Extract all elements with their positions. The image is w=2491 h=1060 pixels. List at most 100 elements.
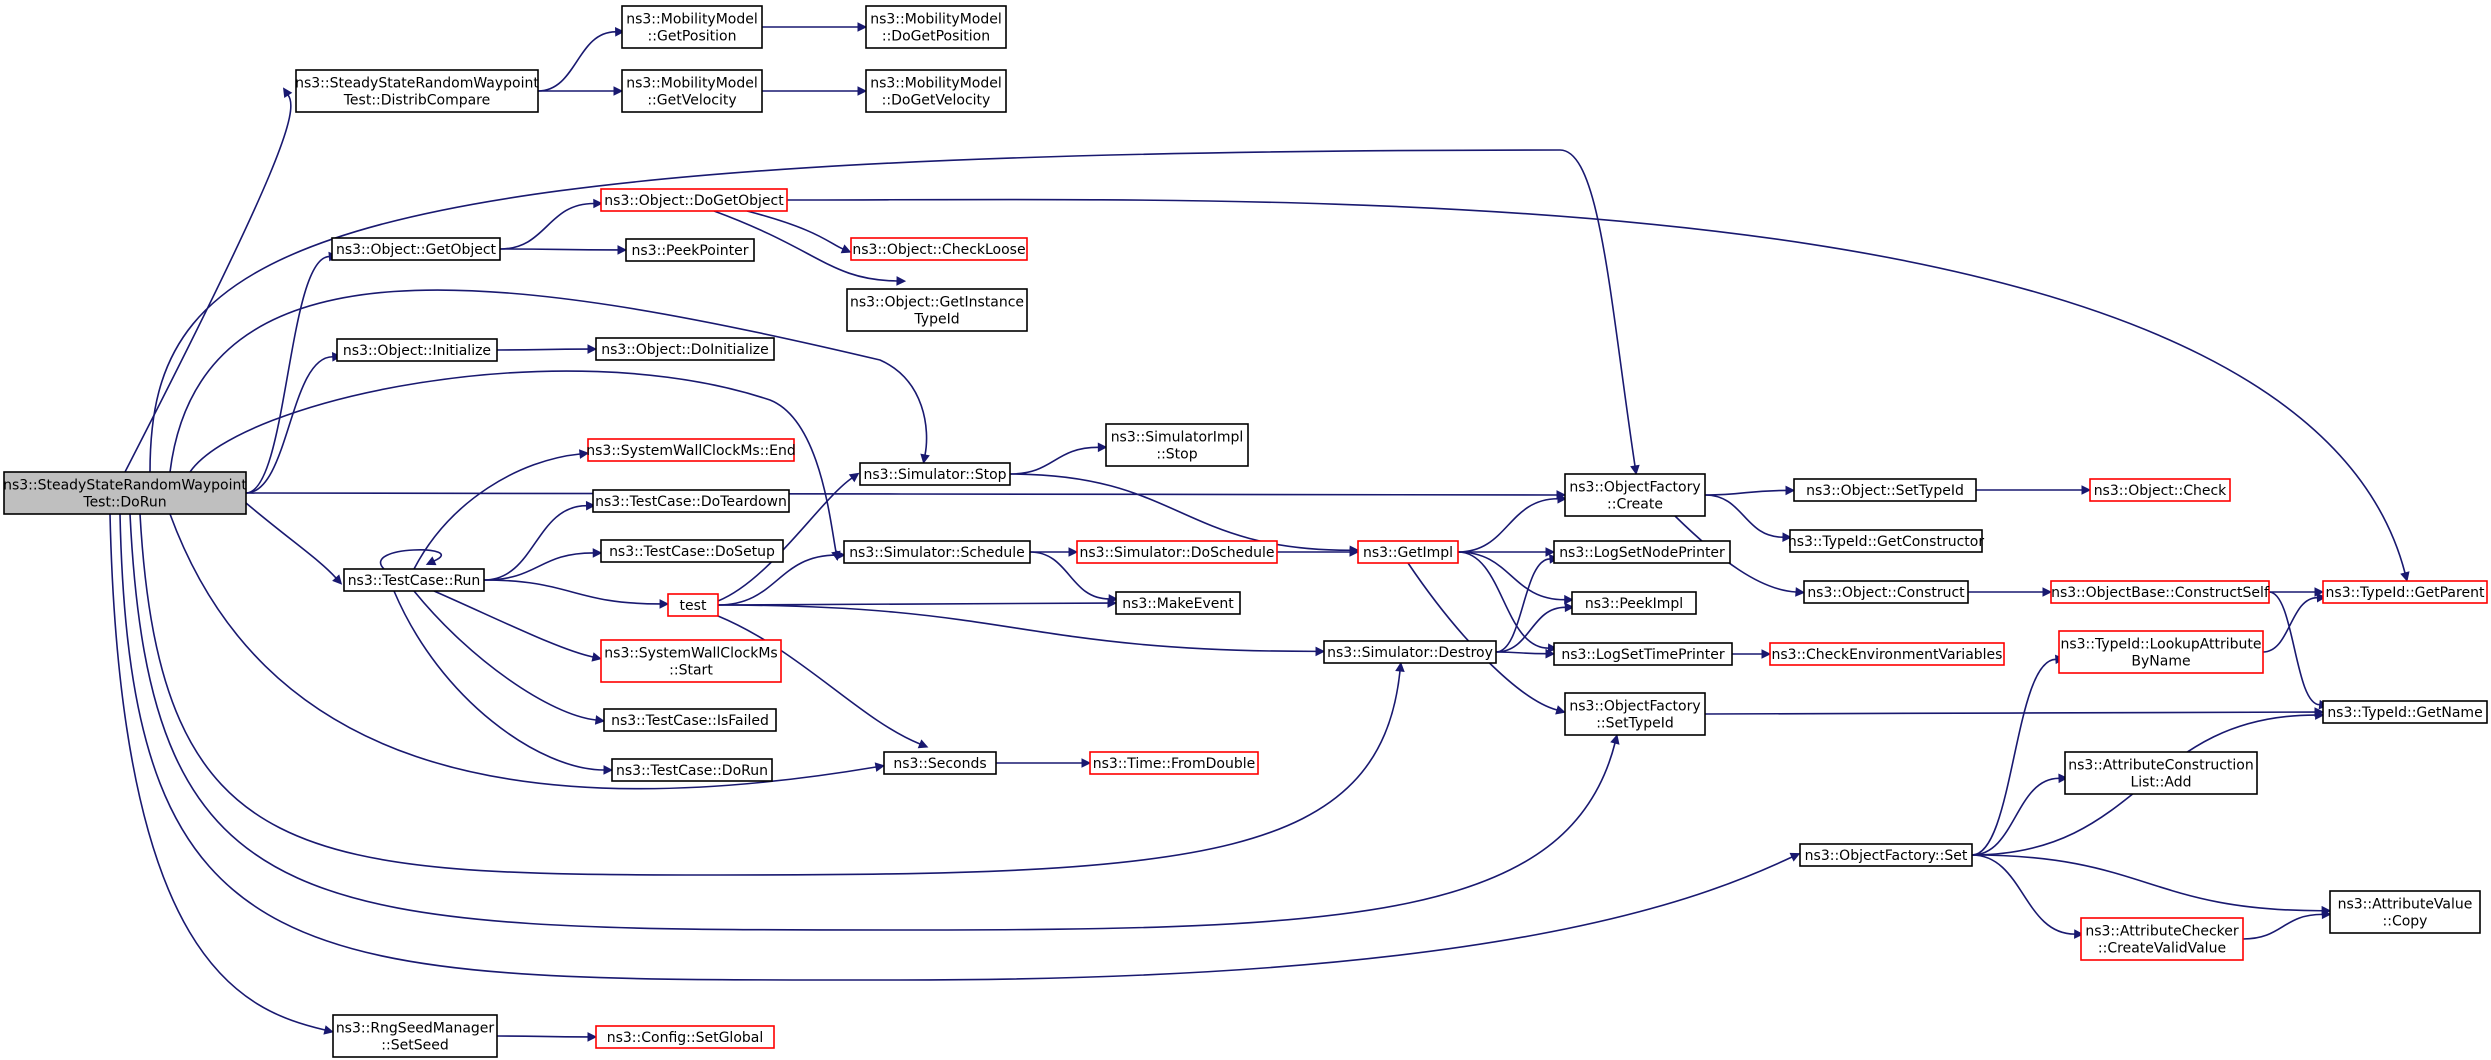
node-box <box>865 5 1007 49</box>
edge-dogetobject-to-getinstance <box>713 210 898 282</box>
edge-dogetobject-to-checkloose <box>746 210 844 250</box>
node-objsettypeid[interactable]: ns3::Object::SetTypeId <box>1793 478 1977 502</box>
node-dogetpos[interactable]: ns3::MobilityModel::DoGetPosition <box>865 5 1007 49</box>
node-setseed[interactable]: ns3::RngSeedManager::SetSeed <box>332 1014 498 1058</box>
edge-stop-to-getimpl <box>1009 473 1351 552</box>
node-initialize[interactable]: ns3::Object::Initialize <box>336 338 498 362</box>
node-simimplstop[interactable]: ns3::SimulatorImpl::Stop <box>1105 423 1249 467</box>
node-getimpl[interactable]: ns3::GetImpl <box>1357 540 1459 564</box>
node-box <box>1115 591 1241 615</box>
node-label: ns3::Object::DoGetObject <box>604 193 784 209</box>
node-doinitialize[interactable]: ns3::Object::DoInitialize <box>595 337 775 361</box>
node-getpos[interactable]: ns3::MobilityModel::GetPosition <box>621 5 763 49</box>
node-setup[interactable]: ns3::TestCase::DoSetup <box>600 539 784 563</box>
node-createvalid[interactable]: ns3::AttributeChecker::CreateValidValue <box>2080 917 2244 961</box>
edge-run-to-test <box>483 579 661 605</box>
node-fromdouble[interactable]: ns3::Time::FromDouble <box>1089 751 1259 775</box>
node-label: ns3::MobilityModel <box>626 12 758 28</box>
node-box <box>600 639 782 683</box>
node-getconstructor[interactable]: ns3::TypeId::GetConstructor <box>1788 529 1984 553</box>
edge-root-to-destroy <box>139 513 1401 876</box>
node-dogetvel[interactable]: ns3::MobilityModel::DoGetVelocity <box>865 69 1007 113</box>
node-peekimpl[interactable]: ns3::PeekImpl <box>1571 591 1697 615</box>
node-dogetobject[interactable]: ns3::Object::DoGetObject <box>600 188 788 212</box>
node-label: test <box>680 598 707 614</box>
node-ofcreate[interactable]: ns3::ObjectFactory::Create <box>1564 473 1706 517</box>
edge-ofcreate-to-construct <box>1674 515 1797 593</box>
edge-arrowhead <box>1782 532 1793 542</box>
node-swcend[interactable]: ns3::SystemWallClockMs::End <box>586 438 796 462</box>
node-construct[interactable]: ns3::Object::Construct <box>1803 580 1969 604</box>
node-label: Test::DistribCompare <box>343 93 491 109</box>
node-label: ns3::TypeId::GetName <box>2327 705 2482 721</box>
node-label: ns3::TypeId::GetConstructor <box>1788 534 1984 550</box>
node-ofsettypeid[interactable]: ns3::ObjectFactory::SetTypeId <box>1564 692 1706 736</box>
edge-arrowhead <box>591 652 602 662</box>
node-ofset[interactable]: ns3::ObjectFactory::Set <box>1799 843 1973 867</box>
node-label: ns3::TestCase::IsFailed <box>611 713 769 729</box>
edge-test-to-seconds <box>717 615 921 745</box>
edge-root-to-getobject <box>245 255 330 494</box>
node-getname[interactable]: ns3::TypeId::GetName <box>2322 700 2488 724</box>
edge-arrowhead <box>615 27 625 37</box>
node-box <box>625 238 755 262</box>
edge-arrowhead <box>1557 493 1568 504</box>
edge-root-to-ofsettypeid <box>129 513 1616 931</box>
edge-arrowhead <box>1395 661 1405 673</box>
edge-arrowhead <box>2058 773 2069 784</box>
edge-arrowhead <box>2315 710 2325 720</box>
node-lognode[interactable]: ns3::LogSetNodePrinter <box>1553 540 1731 564</box>
node-run[interactable]: ns3::TestCase::Run <box>343 568 485 592</box>
node-label: ns3::Object::CheckLoose <box>852 242 1025 258</box>
edge-root-to-ofcreate <box>245 492 1558 496</box>
edge-arrowhead <box>659 599 670 609</box>
node-distrib[interactable]: ns3::SteadyStateRandomWaypointTest::Dist… <box>295 69 539 113</box>
node-checkloose[interactable]: ns3::Object::CheckLoose <box>850 237 1028 261</box>
node-getobject[interactable]: ns3::Object::GetObject <box>331 237 501 261</box>
node-objcheck[interactable]: ns3::Object::Check <box>2089 478 2231 502</box>
node-peekpointer[interactable]: ns3::PeekPointer <box>625 238 755 262</box>
node-label: ns3::Seconds <box>893 756 986 772</box>
node-schedule[interactable]: ns3::Simulator::Schedule <box>843 540 1031 564</box>
node-box <box>2329 890 2481 934</box>
edge-stop-to-simimplstop <box>1009 446 1099 475</box>
node-isfailed[interactable]: ns3::TestCase::IsFailed <box>603 708 777 732</box>
edge-arrowhead <box>592 548 603 558</box>
edge-arrowhead <box>1081 758 1092 768</box>
node-doschedule[interactable]: ns3::Simulator::DoSchedule <box>1076 540 1278 564</box>
node-logtime[interactable]: ns3::LogSetTimePrinter <box>1553 642 1733 666</box>
node-box <box>843 540 1031 564</box>
edge-arrowhead <box>1545 648 1556 659</box>
node-label: ns3::MobilityModel <box>626 76 758 92</box>
node-makeevent[interactable]: ns3::MakeEvent <box>1115 591 1241 615</box>
node-checkenv[interactable]: ns3::CheckEnvironmentVariables <box>1769 642 2005 666</box>
edge-arrowhead <box>587 1032 598 1042</box>
node-label: ns3::SystemWallClockMs <box>604 646 777 662</box>
node-setglobal[interactable]: ns3::Config::SetGlobal <box>595 1025 775 1049</box>
node-box <box>2322 700 2488 724</box>
edge-arrowhead <box>425 556 437 566</box>
node-seconds[interactable]: ns3::Seconds <box>883 751 997 775</box>
node-destroy[interactable]: ns3::Simulator::Destroy <box>1323 640 1497 664</box>
node-test[interactable]: test <box>667 593 719 617</box>
node-label: TypeId <box>913 312 959 328</box>
node-box <box>1769 642 2005 666</box>
node-attrcopy[interactable]: ns3::AttributeValue::Copy <box>2329 890 2481 934</box>
node-root[interactable]: ns3::SteadyStateRandomWaypointTest::DoRu… <box>3 471 247 515</box>
node-label: ::DoGetVelocity <box>882 93 991 109</box>
node-teardown[interactable]: ns3::TestCase::DoTeardown <box>592 489 790 513</box>
node-getvel[interactable]: ns3::MobilityModel::GetVelocity <box>621 69 763 113</box>
node-label: ns3::Object::DoInitialize <box>601 342 768 358</box>
node-box <box>3 471 247 515</box>
node-box <box>2050 580 2270 604</box>
node-tcdorun[interactable]: ns3::TestCase::DoRun <box>611 758 773 782</box>
node-getparent[interactable]: ns3::TypeId::GetParent <box>2322 580 2488 604</box>
edge-getimpl-to-peekimpl <box>1457 551 1565 601</box>
node-box <box>2058 630 2264 674</box>
node-swcstart[interactable]: ns3::SystemWallClockMs::Start <box>600 639 782 683</box>
node-stop[interactable]: ns3::Simulator::Stop <box>859 462 1011 486</box>
node-constructself[interactable]: ns3::ObjectBase::ConstructSelf <box>2050 580 2270 604</box>
